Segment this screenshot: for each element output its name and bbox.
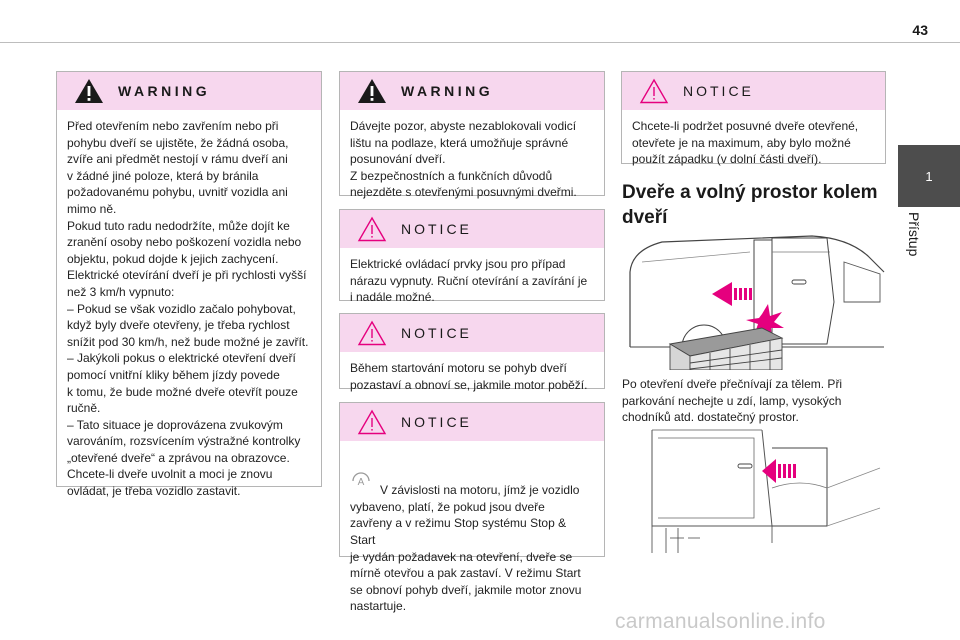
warning-header: WARNING bbox=[57, 72, 321, 110]
section-body: Po otevření dveře přečnívají za tělem. P… bbox=[622, 377, 843, 425]
notice-header: NOTICE bbox=[622, 72, 885, 110]
chapter-tab[interactable]: 1 bbox=[898, 145, 960, 207]
notice-title: NOTICE bbox=[401, 325, 472, 341]
notice-header: NOTICE bbox=[340, 210, 604, 248]
chapter-number: 1 bbox=[925, 168, 933, 184]
notice-header: NOTICE bbox=[340, 314, 604, 352]
notice-body: Chcete-li podržet posuvné dveře otevřené… bbox=[632, 119, 859, 167]
van-door-wall-illustration bbox=[629, 235, 885, 370]
notice-body: V závislosti na motoru, jímž je vozidlo … bbox=[350, 483, 582, 614]
warning-box-guide-rail: WARNING Dávejte pozor, abyste nezablokov… bbox=[339, 71, 605, 199]
notice-box-stop-start: NOTICE A V závislosti na motoru, jímž je… bbox=[339, 402, 605, 613]
notice-body: Během startování motoru se pohyb dveří p… bbox=[350, 361, 588, 392]
page-number: 43 bbox=[912, 22, 928, 38]
watermark: carmanualsonline.info bbox=[615, 610, 826, 633]
svg-text:A: A bbox=[358, 477, 365, 488]
warning-header: WARNING bbox=[340, 72, 604, 110]
warning-triangle-icon bbox=[75, 79, 103, 103]
header-rule bbox=[0, 42, 960, 43]
notice-header: NOTICE bbox=[340, 403, 604, 441]
warning-title: WARNING bbox=[118, 83, 211, 99]
notice-triangle-icon bbox=[357, 216, 387, 242]
notice-title: NOTICE bbox=[683, 83, 754, 99]
warning-body: Před otevřením nebo zavřením nebo při po… bbox=[67, 119, 309, 499]
notice-box-engine-start: NOTICE Během startování motoru se pohyb … bbox=[339, 313, 605, 392]
notice-triangle-icon bbox=[357, 409, 387, 435]
notice-triangle-icon bbox=[357, 320, 387, 346]
notice-body: Elektrické ovládací prvky jsou pro přípa… bbox=[350, 257, 588, 305]
notice-box-door-latch: NOTICE Chcete-li podržet posuvné dveře o… bbox=[621, 71, 886, 166]
notice-body-wrap: A V závislosti na motoru, jímž je vozidl… bbox=[340, 441, 604, 615]
chapter-label: Přístup bbox=[906, 212, 922, 257]
warning-box-doors-movement: WARNING Před otevřením nebo zavřením neb… bbox=[56, 71, 322, 498]
warning-triangle-icon bbox=[358, 79, 386, 103]
auto-start-stop-icon: A bbox=[352, 472, 370, 488]
warning-body: Dávejte pozor, abyste nezablokovali vodi… bbox=[350, 119, 577, 200]
warning-title: WARNING bbox=[401, 83, 494, 99]
section-heading: Dveře a volný prostor kolem dveří bbox=[622, 182, 878, 228]
notice-box-crash: NOTICE Elektrické ovládací prvky jsou pr… bbox=[339, 209, 605, 304]
door-overhang-illustration bbox=[651, 429, 881, 553]
notice-triangle-icon bbox=[639, 78, 669, 104]
notice-title: NOTICE bbox=[401, 221, 472, 237]
notice-title: NOTICE bbox=[401, 414, 472, 430]
